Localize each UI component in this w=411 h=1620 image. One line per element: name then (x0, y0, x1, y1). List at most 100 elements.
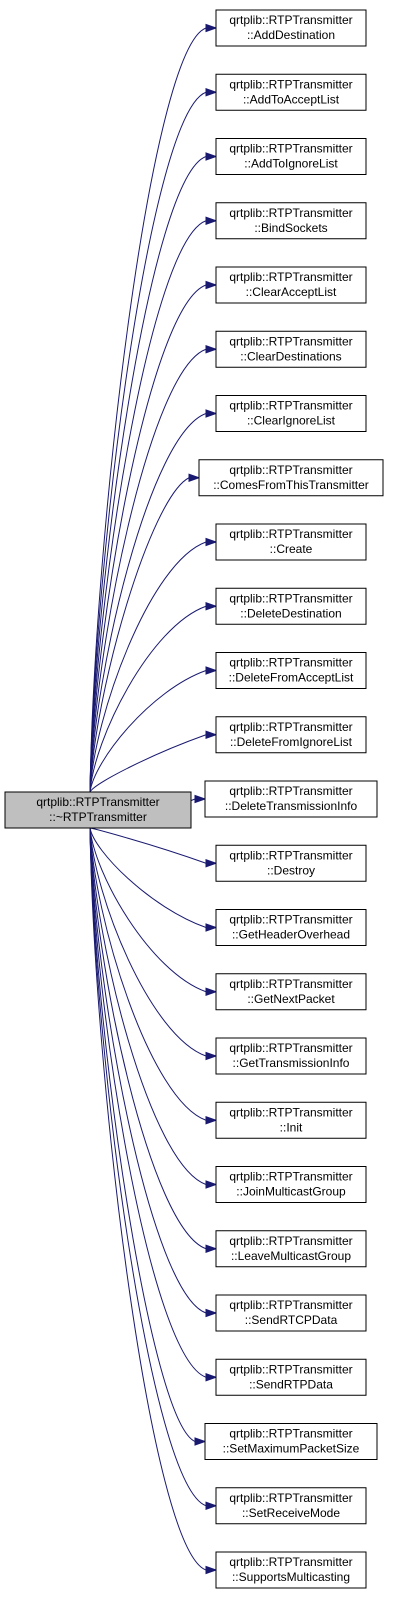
target-node-label-line1: qrtplib::RTPTransmitter (229, 77, 352, 91)
target-node[interactable]: qrtplib::RTPTransmitter::DeleteTransmiss… (204, 780, 378, 818)
target-node-label-line1: qrtplib::RTPTransmitter (229, 720, 352, 734)
call-edge (89, 409, 218, 793)
target-node[interactable]: qrtplib::RTPTransmitter::AddToIgnoreList (215, 138, 367, 175)
target-node[interactable]: qrtplib::RTPTransmitter::ClearIgnoreList (215, 395, 367, 432)
target-node-label-line2: ::ClearDestinations (240, 349, 341, 363)
call-edge-line (89, 827, 196, 1442)
target-node-label-line1: qrtplib::RTPTransmitter (229, 142, 352, 156)
target-node[interactable]: qrtplib::RTPTransmitter::LeaveMulticastG… (215, 1230, 367, 1268)
call-edge-line (89, 605, 207, 793)
target-node[interactable]: qrtplib::RTPTransmitter::SetReceiveMode (215, 1487, 367, 1525)
target-node[interactable]: qrtplib::RTPTransmitter::AddDestination (215, 9, 367, 47)
target-node-label-line1: qrtplib::RTPTransmitter (229, 1427, 352, 1441)
target-node[interactable]: qrtplib::RTPTransmitter::DeleteFromAccep… (215, 652, 367, 689)
call-edge-line (89, 284, 207, 793)
target-node-box (215, 266, 367, 304)
call-edge-arrowhead (205, 859, 218, 868)
target-node-label-line2: ::LeaveMulticastGroup (231, 1249, 351, 1263)
call-edge-line (89, 827, 207, 864)
call-edge-line (89, 827, 207, 1507)
target-node-box (215, 138, 367, 175)
call-edge-line (89, 734, 207, 793)
target-node-box (215, 395, 367, 432)
call-edge-line (89, 91, 207, 793)
call-edge-arrowhead (194, 794, 207, 804)
target-node-label-line2: ::Create (270, 542, 313, 556)
target-node[interactable]: qrtplib::RTPTransmitter::SendRTPData (215, 1358, 367, 1396)
target-node[interactable]: qrtplib::RTPTransmitter::JoinMulticastGr… (215, 1166, 367, 1203)
call-edge (89, 827, 218, 1318)
target-node-label-line1: qrtplib::RTPTransmitter (229, 527, 352, 541)
source-node-label-line1: qrtplib::RTPTransmitter (36, 795, 159, 809)
target-node[interactable]: qrtplib::RTPTransmitter::Destroy (215, 844, 367, 882)
target-node-box (215, 73, 367, 111)
call-edge-arrowhead (205, 1180, 218, 1189)
target-node-label-line2: ::SendRTPData (249, 1377, 333, 1391)
target-node[interactable]: qrtplib::RTPTransmitter::GetNextPacket (215, 973, 367, 1011)
call-edge-arrowhead (205, 280, 218, 290)
call-edge (89, 280, 218, 793)
target-node-label-line1: qrtplib::RTPTransmitter (229, 13, 352, 27)
target-node-box (215, 587, 367, 625)
target-node-label-line2: ::DeleteTransmissionInfo (225, 799, 358, 813)
target-node-label-line2: ::DeleteFromAcceptList (229, 671, 354, 685)
target-node-label-line1: qrtplib::RTPTransmitter (229, 1555, 352, 1569)
call-edge-arrowhead (205, 1051, 218, 1061)
call-edge (89, 345, 218, 793)
target-node-label-line1: qrtplib::RTPTransmitter (229, 848, 352, 862)
target-node[interactable]: qrtplib::RTPTransmitter::SetMaximumPacke… (204, 1423, 378, 1460)
target-node-label-line2: ::SendRTCPData (245, 1313, 338, 1327)
target-node[interactable]: qrtplib::RTPTransmitter::DeleteFromIgnor… (215, 716, 367, 754)
target-node-box (215, 1487, 367, 1525)
target-node[interactable]: qrtplib::RTPTransmitter::ClearDestinatio… (215, 330, 367, 368)
target-node-box (215, 1551, 367, 1589)
target-node[interactable]: qrtplib::RTPTransmitter::ComesFromThisTr… (198, 459, 384, 497)
target-node-label-line2: ::GetNextPacket (247, 992, 335, 1006)
target-node[interactable]: qrtplib::RTPTransmitter::Init (215, 1101, 367, 1139)
call-edge-line (89, 156, 207, 793)
target-node-box (215, 523, 367, 561)
source-node[interactable]: qrtplib::RTPTransmitter ::~RTPTransmitte… (4, 791, 192, 829)
call-edge-arrowhead (205, 1116, 218, 1125)
target-node-box (215, 1166, 367, 1203)
call-edge-line (89, 827, 207, 1121)
call-edge-line (89, 827, 207, 993)
call-edge-arrowhead (205, 409, 218, 418)
target-node[interactable]: qrtplib::RTPTransmitter::DeleteDestinati… (215, 587, 367, 625)
target-node-label-line2: ::ComesFromThisTransmitter (213, 478, 369, 492)
target-node[interactable]: qrtplib::RTPTransmitter::BindSockets (215, 202, 367, 240)
call-edge (89, 537, 218, 793)
target-node-label-line2: ::AddToIgnoreList (244, 157, 338, 171)
target-node[interactable]: qrtplib::RTPTransmitter::GetTransmission… (215, 1037, 367, 1075)
target-node[interactable]: qrtplib::RTPTransmitter::AddToAcceptList (215, 73, 367, 111)
call-edge (89, 827, 218, 1125)
call-edge-arrowhead (205, 1373, 218, 1382)
call-edge-arrowhead (205, 1308, 218, 1318)
call-edge (89, 827, 218, 1253)
target-node-label-line2: ::JoinMulticastGroup (236, 1185, 346, 1199)
call-edge-line (89, 27, 207, 793)
target-node-label-line1: qrtplib::RTPTransmitter (229, 334, 352, 348)
call-edge-arrowhead (205, 537, 218, 547)
call-edge-arrowhead (205, 987, 218, 996)
call-edge (89, 827, 218, 1575)
call-edge (89, 602, 218, 793)
target-node-label-line1: qrtplib::RTPTransmitter (229, 270, 352, 284)
target-node-label-line1: qrtplib::RTPTransmitter (229, 1170, 352, 1184)
call-edge (89, 827, 218, 996)
call-edge (89, 827, 218, 868)
target-node-box (215, 1101, 367, 1139)
target-node[interactable]: qrtplib::RTPTransmitter::GetHeaderOverhe… (215, 909, 367, 946)
target-node-label-line2: ::ClearAcceptList (246, 285, 337, 299)
target-node[interactable]: qrtplib::RTPTransmitter::SupportsMultica… (215, 1551, 367, 1589)
target-node-label-line1: qrtplib::RTPTransmitter (229, 1491, 352, 1505)
call-edge-line (89, 348, 207, 793)
target-node[interactable]: qrtplib::RTPTransmitter::SendRTCPData (215, 1294, 367, 1332)
target-node[interactable]: qrtplib::RTPTransmitter::Create (215, 523, 367, 561)
target-node-label-line1: qrtplib::RTPTransmitter (229, 977, 352, 991)
call-edge (89, 827, 218, 1189)
source-node-label-line2: ::~RTPTransmitter (49, 810, 147, 824)
target-node[interactable]: qrtplib::RTPTransmitter::ClearAcceptList (215, 266, 367, 304)
target-node-box (215, 1358, 367, 1396)
target-node-label-line1: qrtplib::RTPTransmitter (229, 1105, 352, 1119)
